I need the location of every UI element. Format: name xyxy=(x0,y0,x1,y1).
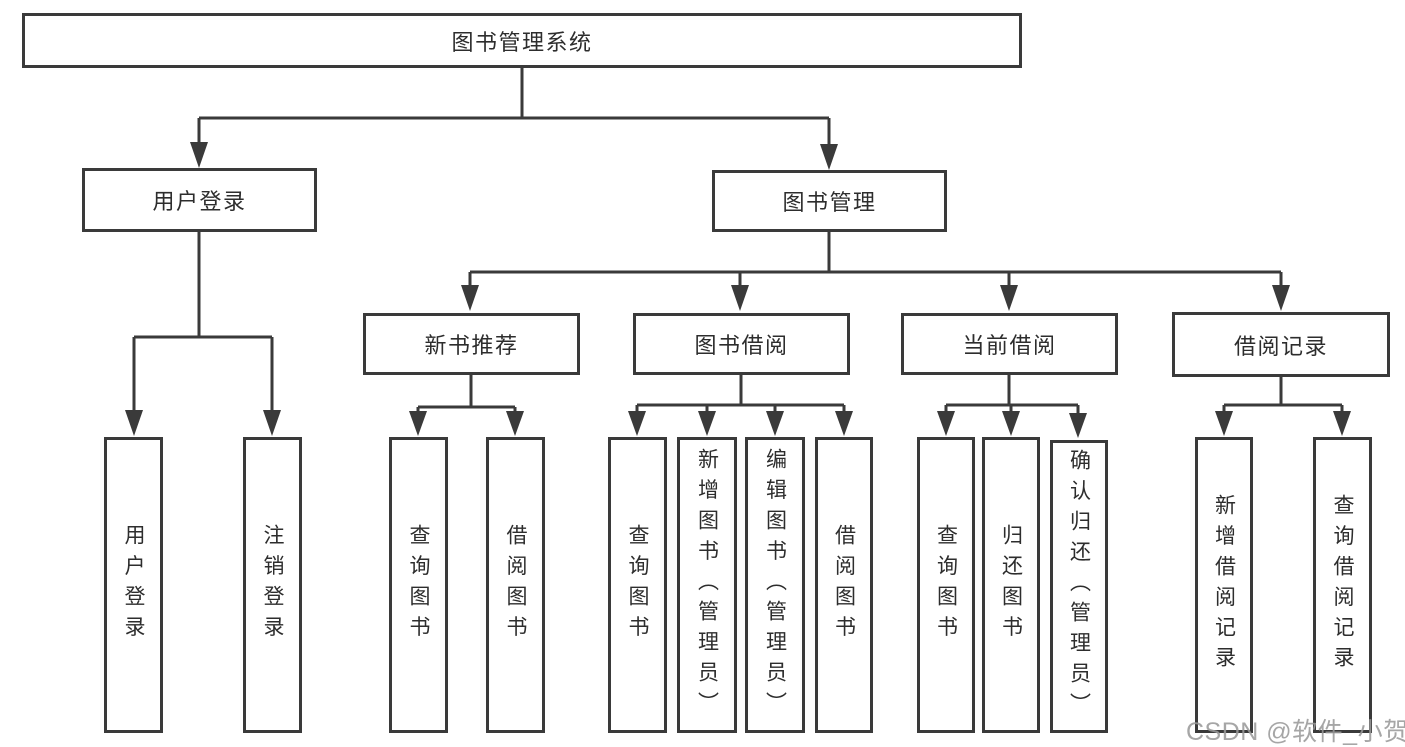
node-root: 图书管理系统 xyxy=(22,13,1022,68)
node-leaf-bb-borrow-books: 借阅图书 xyxy=(815,437,873,733)
connector-book-borrowing-to-leaves xyxy=(628,375,853,436)
node-new-book-recommend: 新书推荐 xyxy=(363,313,580,375)
connector-current-borrowing-to-leaves xyxy=(937,375,1087,438)
node-leaf-cb-return-books: 归还图书 xyxy=(982,437,1040,733)
node-leaf-bb-query-books: 查询图书 xyxy=(608,437,667,733)
csdn-watermark: CSDN @软件_小贺同学 xyxy=(1186,718,1405,746)
node-borrowing-records: 借阅记录 xyxy=(1172,312,1390,377)
node-user-login: 用户登录 xyxy=(82,168,317,232)
node-leaf-br-add-record: 新增借阅记录 xyxy=(1195,437,1253,733)
connector-user-login-to-leaves xyxy=(125,232,281,436)
node-current-borrowing: 当前借阅 xyxy=(901,313,1118,375)
node-leaf-bb-edit-books: 编辑图书（管理员） xyxy=(745,437,805,733)
node-leaf-logout: 注销登录 xyxy=(243,437,302,733)
connector-borrowing-records-to-leaves xyxy=(1215,375,1351,436)
node-leaf-bb-add-books: 新增图书（管理员） xyxy=(677,437,737,733)
connector-root-to-level2 xyxy=(190,68,838,170)
node-book-borrowing: 图书借阅 xyxy=(633,313,850,375)
node-leaf-br-query-record: 查询借阅记录 xyxy=(1313,437,1372,733)
node-leaf-cb-confirm-return: 确认归还（管理员） xyxy=(1050,440,1108,733)
node-leaf-cb-query-books: 查询图书 xyxy=(917,437,975,733)
node-leaf-nb-borrow-books: 借阅图书 xyxy=(486,437,545,733)
node-book-management: 图书管理 xyxy=(712,170,947,232)
node-leaf-user-login: 用户登录 xyxy=(104,437,163,733)
connector-book-management-to-level3 xyxy=(461,232,1290,311)
connector-new-book-recommend-to-leaves xyxy=(409,375,524,436)
node-leaf-nb-query-books: 查询图书 xyxy=(389,437,448,733)
